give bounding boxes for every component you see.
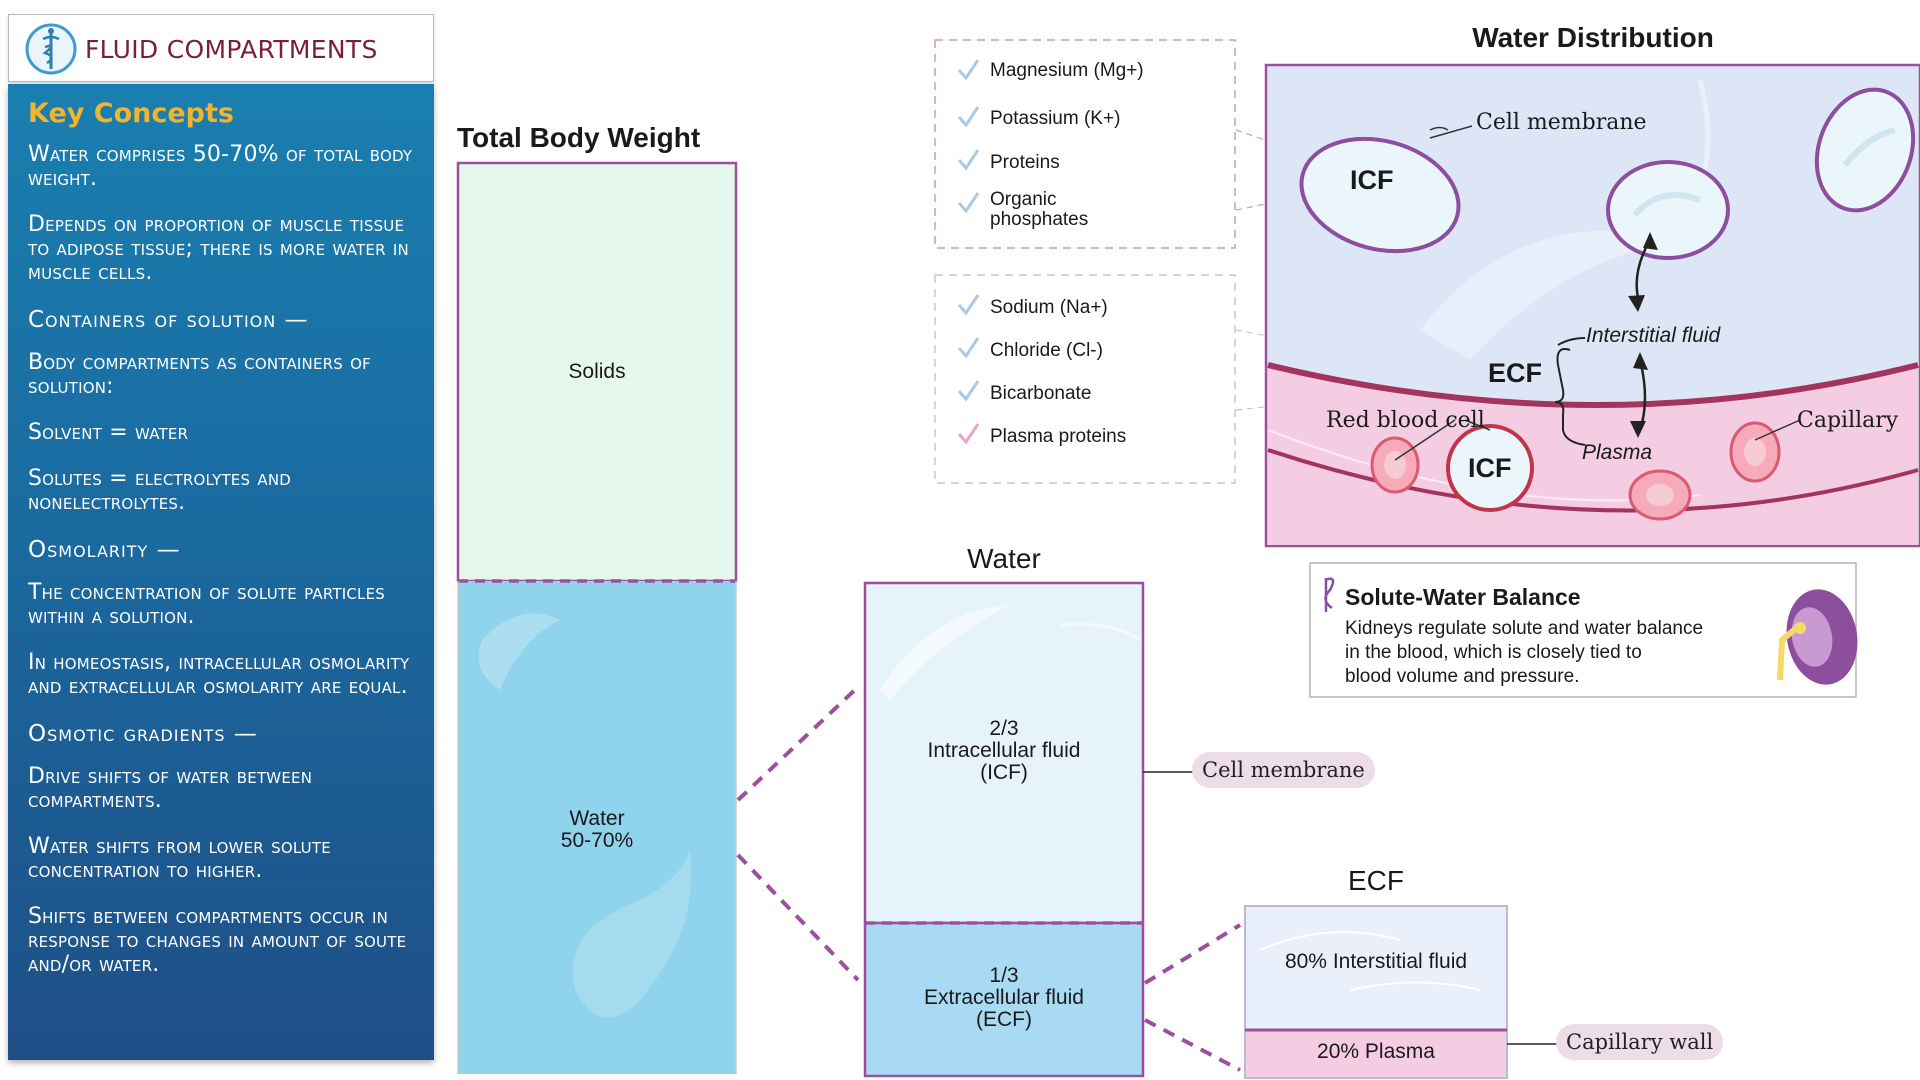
cell-membrane-chip: Cell membrane [1192,752,1375,788]
ecf-ion-3: Bicarbonate [990,383,1092,404]
solute-balance-text: Kidneys regulate solute and water balanc… [1345,618,1704,687]
concept-text: Solutes = electrolytes and nonelectrolyt… [28,466,292,515]
concept-text: Body compartments as containers of solut… [28,350,371,399]
tbw-water-region [458,581,736,1074]
capillary-wall [1267,362,1919,408]
icf-ion-1: Magnesium (Mg+) [990,60,1144,81]
droplet-highlight-lower [572,850,692,1018]
icf-rbc-label: ICF [1468,453,1512,483]
check-icons [957,59,980,445]
water-title: Water [967,543,1041,574]
ecf-distribution-label: ECF [1488,358,1542,388]
header-bar: FLUID COMPARTMENTS [8,14,434,82]
concept-text: Water shifts from lower solute concentra… [28,834,331,883]
icf-ion-2: Potassium (K+) [990,108,1121,129]
ecf-title: ECF [1348,865,1404,896]
concept-text: The concentration of solute particles wi… [28,580,386,629]
key-concepts-content: Key Concepts Water comprises 50-70% of t… [28,98,423,999]
caduceus-small [1324,577,1335,612]
solute-balance-title: Solute-Water Balance [1345,584,1581,610]
page-title: FLUID COMPARTMENTS [85,35,378,64]
solids-label: Solids [568,360,626,383]
rbc-icf [1446,424,1534,512]
red-blood-cell-label: Red blood cell [1326,408,1485,433]
capillary-band [1268,365,1918,545]
ecf-interstitial-label: 80% Interstitial fluid [1284,950,1468,973]
plasma-label: Plasma [1582,441,1653,464]
ecf-ion-2: Chloride (Cl-) [990,340,1103,361]
ecf-ion-4: Plasma proteins [990,426,1127,447]
icf-region [863,581,1145,925]
concept-text: Drive shifts of water between compartmen… [28,764,313,813]
concept-text: Solvent = water [28,420,189,445]
ecf-region [863,921,1145,1078]
key-concepts-panel: Key Concepts Water comprises 50-70% of t… [8,84,434,1060]
connector-tbw-water-top [736,685,860,802]
ecf-plasma-label: 20% Plasma [1317,1040,1435,1063]
cell-right [1814,87,1916,213]
connector-tbw-water-bottom [736,853,860,982]
icf-ion-3: Proteins [990,152,1060,173]
water-distribution-title: Water Distribution [1472,22,1714,53]
concept-text: Shifts between compartments occur in res… [28,904,407,977]
kidney-icon [1777,589,1858,685]
concept-heading: Containers of solution — [28,307,309,333]
interstitial-label: Interstitial fluid [1586,324,1721,347]
capillary-wall-chip: Capillary wall [1556,1024,1724,1060]
concept-heading: Osmotic gradients — [28,721,258,747]
cell-center [1606,160,1730,260]
solute-balance-box [1309,562,1857,698]
solids-region [456,161,738,583]
ecf-ion-1: Sodium (Na+) [990,297,1108,318]
caduceus-icon [25,23,77,75]
droplet-highlight [478,613,560,690]
cell-left [1299,136,1461,254]
tbw-title: Total Body Weight [457,122,701,153]
icf-top-label: ICF [1350,165,1394,195]
concept-text: Depends on proportion of muscle tissue t… [28,212,409,285]
capillary-label: Capillary [1797,408,1899,433]
cell-membrane-label: Cell membrane [1476,110,1647,135]
key-concepts-title: Key Concepts [28,98,234,129]
concept-text: Water comprises 50-70% of total body wei… [28,142,413,191]
concept-heading: Osmolarity — [28,537,181,563]
concept-text: In homeostasis, intracellular osmolarity… [28,650,410,699]
